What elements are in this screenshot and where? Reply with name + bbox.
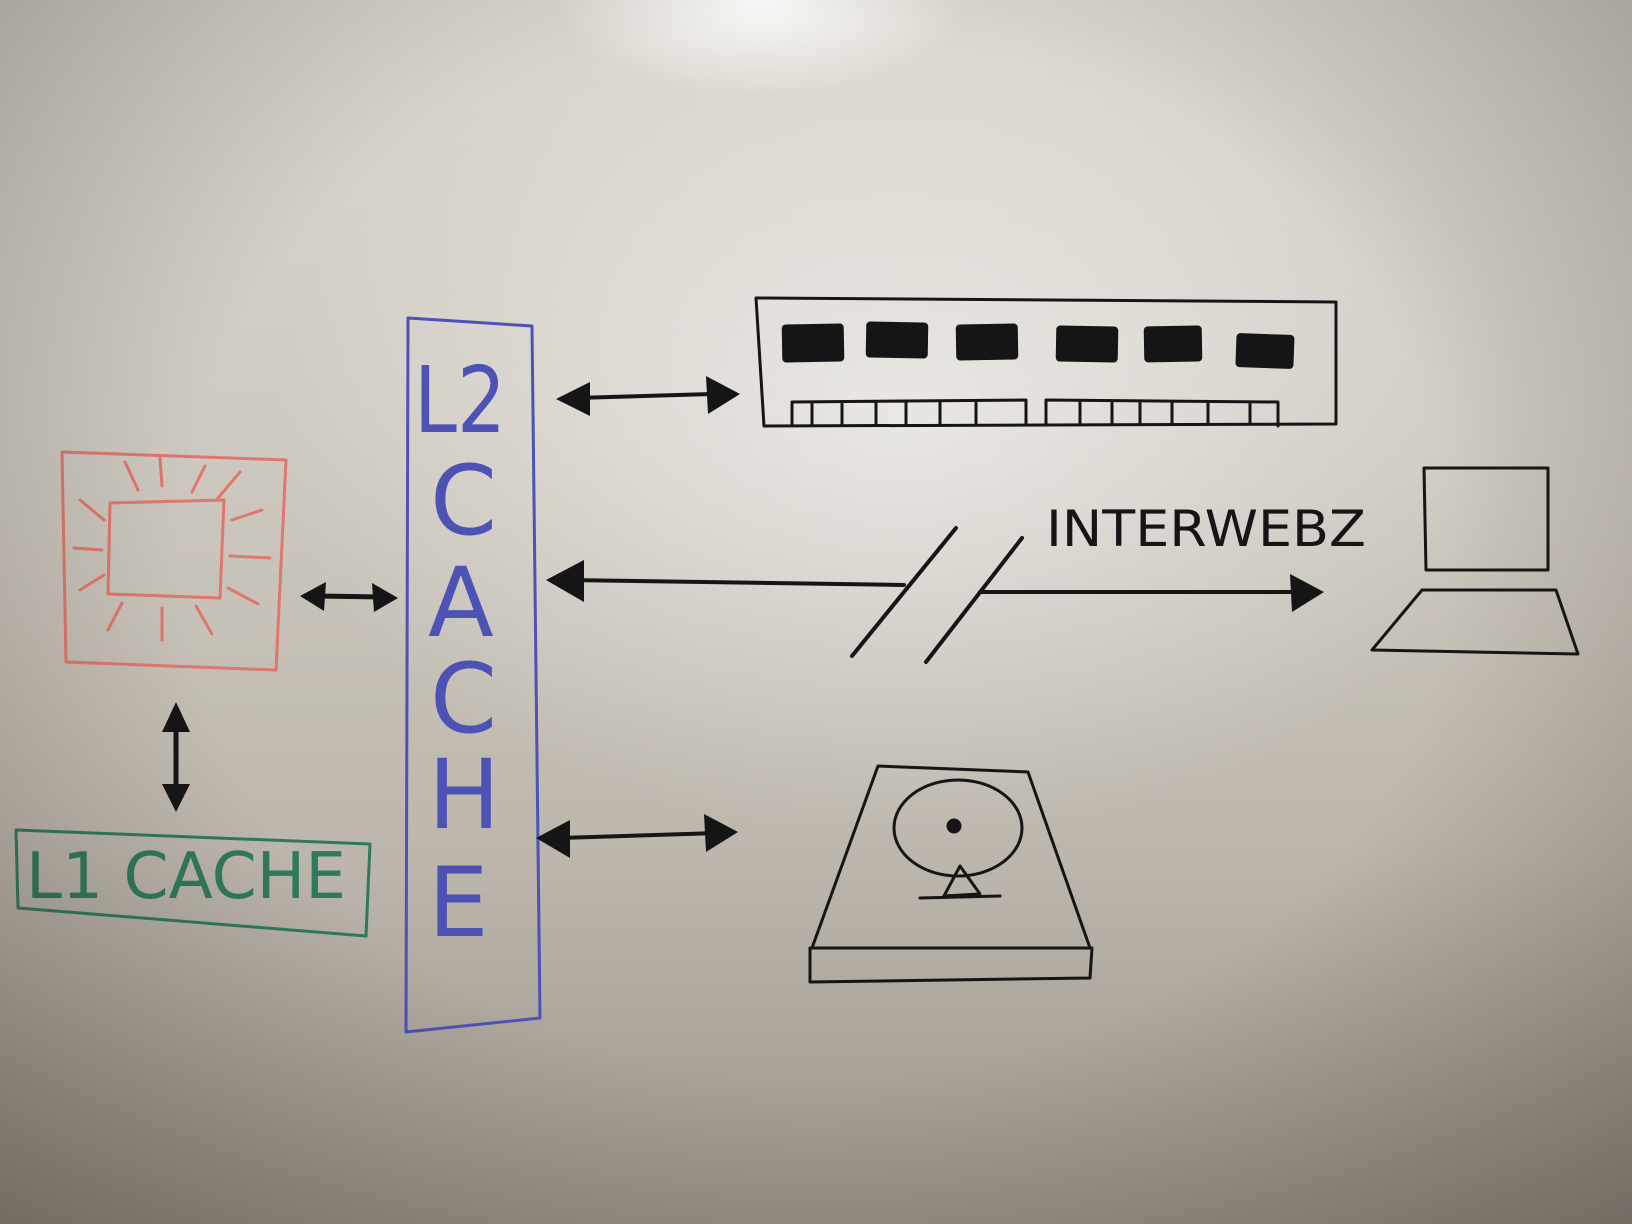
cpu-l1-arrow	[162, 702, 190, 812]
l2-cache-letter-c2: C	[430, 643, 497, 755]
cpu-chip-icon	[60, 450, 288, 672]
l2-cache-letter-h: H	[428, 739, 500, 851]
l2-cache-letter-a: A	[428, 547, 494, 659]
laptop-icon	[1370, 466, 1580, 656]
l2-cache-letter-e: E	[428, 847, 489, 959]
interwebz-label: INTERWEBZ	[1046, 500, 1366, 558]
cpu-l2-arrow	[300, 582, 398, 612]
l2-network-arrow	[546, 526, 1324, 664]
memory-module-icon	[754, 296, 1338, 428]
l1-cache-label: L1 CACHE	[26, 840, 346, 914]
l1-cache-box: L1 CACHE	[14, 828, 372, 938]
l2-disk-arrow	[536, 814, 738, 858]
l2-cache-label: L2	[414, 347, 506, 454]
l2-cache-letter-c1: C	[430, 445, 497, 557]
l2-cache-box: L2 C A C H E	[404, 316, 542, 1034]
l2-ram-arrow	[556, 376, 740, 416]
hard-disk-icon	[808, 764, 1094, 984]
